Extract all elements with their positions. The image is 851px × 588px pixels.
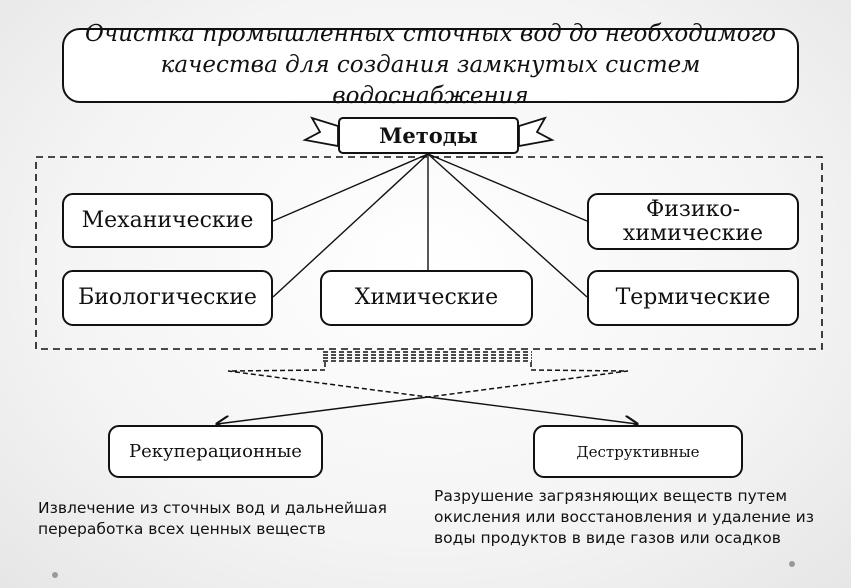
arrow-to-recuperative <box>217 396 429 424</box>
method-mechanical-label: Механические <box>81 207 254 233</box>
method-physchem-box: Физико- химические <box>587 193 799 250</box>
method-thermal-box: Термические <box>587 270 799 326</box>
title-box: Очистка промышленных сточных вод до необ… <box>62 21 799 109</box>
title-line-2: качества для создания замкнутых систем в… <box>160 52 701 109</box>
line-to-mechanical <box>272 153 429 222</box>
methods-label: Методы <box>379 123 478 148</box>
method-physchem-label-2: химические <box>622 220 764 246</box>
methods-dashed-frame <box>35 156 823 350</box>
slide-dot-right <box>789 561 795 567</box>
line-to-physchem <box>427 153 588 222</box>
method-thermal-label: Термические <box>615 285 771 310</box>
category-recuperative-label: Рекуперационные <box>129 441 302 462</box>
ribbon-left <box>302 116 339 148</box>
destructive-description: Разрушение загрязняющих веществ путем ок… <box>434 487 814 547</box>
category-recuperative-box: Рекуперационные <box>108 425 323 478</box>
method-biological-box: Биологические <box>62 270 273 326</box>
recuperative-description: Извлечение из сточных вод и дальнейшая п… <box>38 499 387 538</box>
arrow-to-destructive <box>427 396 637 424</box>
method-chemical-label: Химические <box>354 285 499 310</box>
funnel-right <box>427 362 629 398</box>
method-chemical-box: Химические <box>320 270 533 326</box>
method-biological-label: Биологические <box>78 285 257 310</box>
methods-label-box: Методы <box>338 117 519 154</box>
category-destructive-label: Деструктивные <box>576 442 700 461</box>
funnel-left <box>227 362 429 398</box>
slide-dot-left <box>52 572 58 578</box>
line-to-thermal <box>427 153 588 298</box>
method-mechanical-box: Механические <box>62 193 273 248</box>
line-to-biological <box>272 153 429 298</box>
ribbon-right <box>518 116 555 148</box>
method-physchem-label-1: Физико- <box>645 196 740 222</box>
title-line-1: Очистка промышленных сточных вод до необ… <box>84 21 777 47</box>
category-destructive-box: Деструктивные <box>533 425 743 478</box>
